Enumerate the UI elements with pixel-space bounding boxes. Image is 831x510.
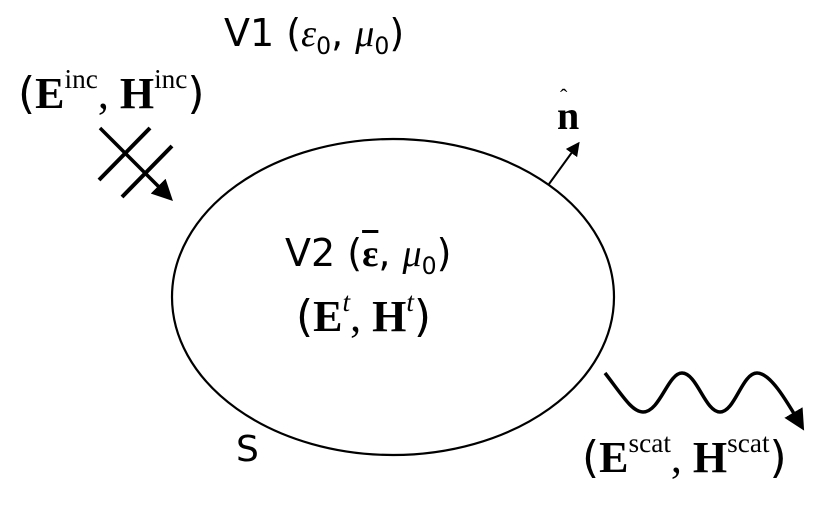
paren-open: ( — [582, 432, 600, 483]
surface-s-text: S — [236, 429, 259, 470]
paren-close: ) — [769, 432, 787, 483]
e-field-symbol: E — [313, 292, 343, 341]
region-v1-name: V1 — [224, 11, 275, 55]
superscript-inc: inc — [64, 63, 98, 94]
scattered-fields-label: (Escat, Hscat) — [582, 429, 787, 482]
h-field-symbol: H — [692, 433, 728, 482]
paren-close: ) — [187, 68, 205, 119]
h-field-symbol: H — [119, 69, 155, 118]
mu-symbol: μ — [355, 13, 375, 55]
paren-open: ( — [18, 68, 36, 119]
superscript-scat: scat — [727, 427, 770, 458]
wavefront-line — [120, 144, 174, 199]
comma: , — [378, 231, 391, 275]
paren-close: ) — [389, 11, 405, 55]
comma: , — [670, 433, 682, 482]
normal-vector-label: n ˆ — [557, 86, 580, 138]
paren-open: ( — [347, 231, 363, 275]
h-field-symbol: H — [372, 292, 407, 341]
incident-fields-label: (Einc, Hinc) — [18, 65, 205, 118]
region-v2-name: V2 — [285, 231, 336, 275]
mu-symbol: μ — [402, 233, 422, 275]
paren-open: ( — [286, 11, 302, 55]
scatterer-surface-ellipse — [170, 137, 616, 457]
paren-open: ( — [296, 291, 314, 342]
hat-icon: ˆ — [560, 84, 568, 109]
paren-close: ) — [413, 291, 432, 342]
incident-direction-arrow — [98, 126, 173, 201]
paren-close: ) — [436, 231, 452, 275]
region-v2-label: V2 (ε, μ0) — [285, 231, 452, 278]
incident-wave-icon — [97, 126, 174, 201]
total-fields-label: (Et, Ht) — [296, 288, 431, 341]
comma: , — [97, 69, 109, 118]
scattered-wave-arrow — [603, 371, 805, 431]
normal-symbol: n — [557, 93, 580, 138]
superscript-scat: scat — [628, 427, 671, 458]
superscript-inc: inc — [154, 63, 188, 94]
epsilon-tensor-symbol: ε — [362, 233, 379, 275]
mu-subscript: 0 — [421, 252, 437, 281]
e-field-symbol: E — [35, 69, 65, 118]
comma: , — [350, 292, 362, 341]
e-field-symbol: E — [599, 433, 629, 482]
comma: , — [331, 11, 344, 55]
superscript-t: t — [406, 286, 414, 317]
superscript-t: t — [342, 286, 351, 317]
normal-vector-arrow — [548, 141, 580, 185]
mu-subscript: 0 — [374, 32, 390, 61]
region-v1-label: V1 (ε0, μ0) — [224, 11, 405, 58]
epsilon-symbol: ε — [301, 13, 317, 55]
epsilon-subscript: 0 — [316, 32, 332, 61]
surface-label: S — [236, 432, 259, 468]
